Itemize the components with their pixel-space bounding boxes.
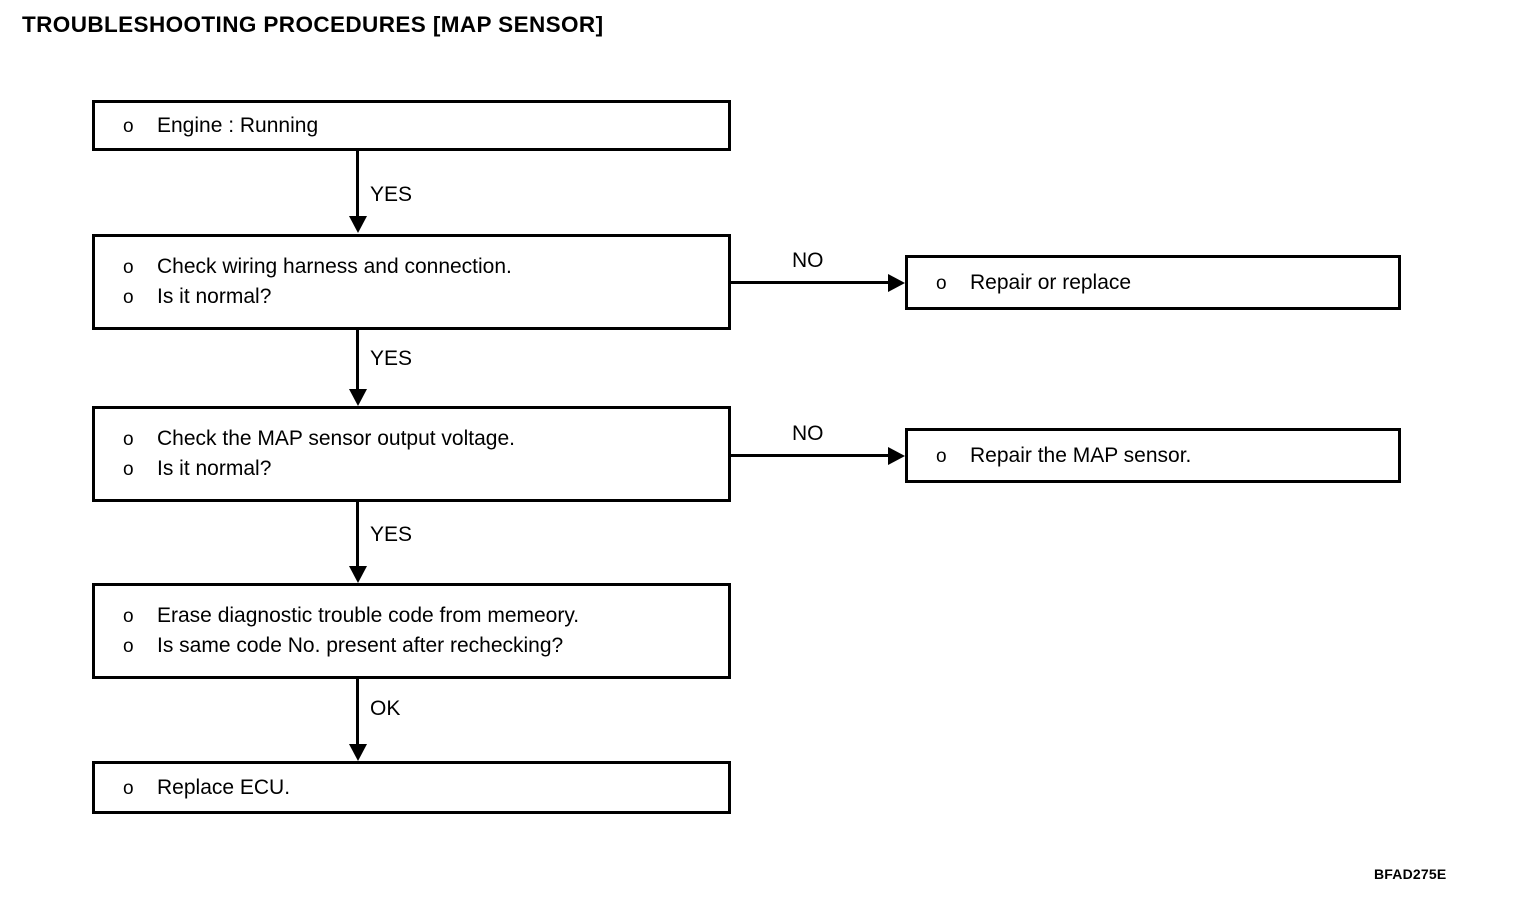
arrow-down-icon	[349, 216, 367, 233]
arrow-down-icon	[349, 744, 367, 761]
flow-line: o Engine : Running	[123, 111, 728, 141]
flow-text: Check wiring harness and connection.	[157, 255, 512, 279]
flow-text: Is same code No. present after recheckin…	[157, 634, 564, 657]
flow-text: Is it normal?	[157, 457, 272, 480]
connector-wiring-to-voltage	[356, 330, 359, 392]
flow-text: Is it normal?	[157, 285, 272, 308]
connector-erase-to-ecu	[356, 679, 359, 747]
connector-voltage-to-repair-map	[731, 454, 891, 457]
flow-text: Engine : Running	[157, 113, 319, 137]
bullet-marker-icon: o	[123, 115, 134, 137]
bullet-marker-icon: o	[936, 445, 947, 467]
edge-label-ok-erase-to-ecu: OK	[370, 697, 401, 720]
flow-box-check-wiring: o Check wiring harness and connection. o…	[92, 234, 731, 330]
flow-text: Check the MAP sensor output voltage.	[157, 427, 515, 451]
edge-label-yes-voltage-to-erase: YES	[370, 523, 413, 546]
flow-line: o Erase diagnostic trouble code from mem…	[123, 601, 728, 631]
flow-line: o Replace ECU.	[123, 773, 728, 803]
page-title: TROUBLESHOOTING PROCEDURES [MAP SENSOR]	[22, 12, 604, 37]
bullet-marker-icon: o	[123, 257, 134, 279]
connector-wiring-to-repair-replace	[731, 281, 891, 284]
flow-line: o Repair or replace	[936, 268, 1398, 298]
edge-label-no-wiring-to-repair-replace: NO	[792, 249, 824, 272]
flow-line: o Check wiring harness and connection.	[123, 252, 728, 282]
arrow-down-icon	[349, 389, 367, 406]
bullet-marker-icon: o	[123, 459, 134, 480]
bullet-marker-icon: o	[123, 777, 134, 799]
arrow-down-icon	[349, 566, 367, 583]
flow-line: o Is it normal?	[123, 454, 728, 484]
connector-engine-to-wiring	[356, 151, 359, 217]
bullet-marker-icon: o	[123, 636, 134, 657]
flow-line: o Is same code No. present after recheck…	[123, 631, 728, 661]
flow-box-repair-map-sensor: o Repair the MAP sensor.	[905, 428, 1401, 483]
bullet-marker-icon: o	[123, 606, 134, 628]
flow-text: Erase diagnostic trouble code from memeo…	[157, 604, 580, 628]
flow-box-replace-ecu: o Replace ECU.	[92, 761, 731, 814]
edge-label-yes-wiring-to-voltage: YES	[370, 347, 413, 370]
flow-line: o Is it normal?	[123, 282, 728, 312]
connector-voltage-to-erase	[356, 502, 359, 568]
arrow-right-icon	[888, 274, 905, 292]
flow-box-repair-or-replace: o Repair or replace	[905, 255, 1401, 310]
flow-text: Repair or replace	[970, 270, 1132, 294]
flow-text: Replace ECU.	[157, 775, 291, 799]
flow-text: Repair the MAP sensor.	[970, 443, 1192, 467]
flow-box-check-map-voltage: o Check the MAP sensor output voltage. o…	[92, 406, 731, 502]
arrow-right-icon	[888, 447, 905, 465]
bullet-marker-icon: o	[936, 272, 947, 294]
bullet-marker-icon: o	[123, 287, 134, 308]
flow-line: o Check the MAP sensor output voltage.	[123, 424, 728, 454]
edge-label-no-voltage-to-repair-map: NO	[792, 422, 824, 445]
edge-label-yes-engine-to-wiring: YES	[370, 183, 413, 206]
flow-line: o Repair the MAP sensor.	[936, 441, 1398, 471]
bullet-marker-icon: o	[123, 429, 134, 451]
flow-box-erase-diagnostic-trouble-code: o Erase diagnostic trouble code from mem…	[92, 583, 731, 679]
flow-box-engine-running: o Engine : Running	[92, 100, 731, 151]
figure-reference-code: BFAD275E	[1374, 866, 1447, 882]
